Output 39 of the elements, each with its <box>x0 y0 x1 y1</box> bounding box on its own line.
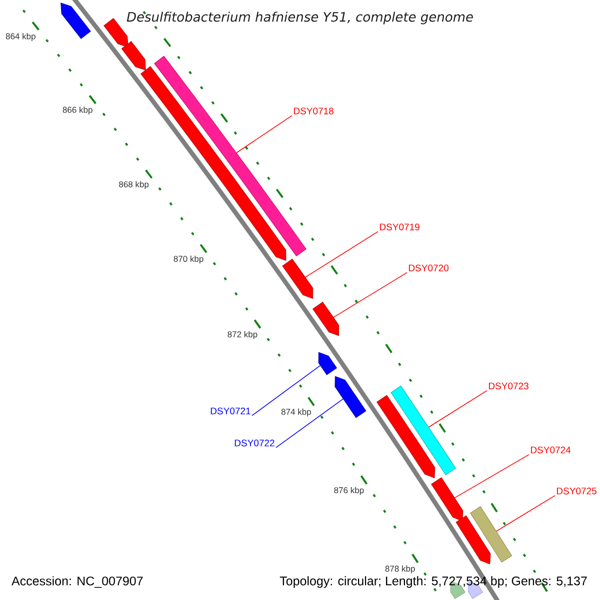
scale-label: 878 kbp <box>385 565 415 574</box>
scale-label: 868 kbp <box>119 181 149 189</box>
leader-line <box>333 272 408 318</box>
leader-line <box>252 365 321 416</box>
gene-segment <box>431 477 464 522</box>
gene-label: DSY0722 <box>234 440 274 446</box>
gene-segment <box>456 515 491 564</box>
gene-segment <box>376 395 436 478</box>
leader-line <box>276 398 344 448</box>
gene-segment <box>121 41 146 70</box>
gene-segment <box>60 2 91 39</box>
scale-label: 870 kbp <box>174 256 204 264</box>
gene-label: DSY0721 <box>210 408 250 414</box>
scale-label: 874 kbp <box>281 408 311 416</box>
scale-label: 872 kbp <box>228 331 258 339</box>
gene-segment <box>312 302 340 336</box>
gene-label: DSY0724 <box>531 446 571 454</box>
gene-label: DSY0720 <box>409 264 448 272</box>
title: Desulfitobacterium hafniense Y51, complete genome <box>126 12 473 24</box>
gene-label: DSY0725 <box>557 488 596 494</box>
gene-label: DSY0718 <box>294 108 334 114</box>
gene-label: DSY0719 <box>380 224 420 230</box>
gene-segment <box>334 376 366 418</box>
scale-label: 864 kbp <box>6 33 36 41</box>
footer-text: Accession: NC_007907 <box>12 576 143 588</box>
leader-line <box>454 454 530 498</box>
gene-segment <box>390 386 456 476</box>
scale-label: 876 kbp <box>334 486 364 495</box>
leader-line <box>305 231 378 278</box>
gene-segment <box>318 352 337 375</box>
footer-text: Topology: circular; Length: 5,727,534 bp; Genes: 5,137 <box>280 576 587 588</box>
gene-segment <box>104 18 128 48</box>
leader-line <box>428 390 488 428</box>
leader-line <box>236 115 292 154</box>
leader-line <box>496 495 556 532</box>
gene-segment <box>282 258 314 299</box>
gene-label: DSY0723 <box>489 382 528 390</box>
scale-label: 866 kbp <box>62 106 92 114</box>
gene-segment <box>470 506 512 562</box>
